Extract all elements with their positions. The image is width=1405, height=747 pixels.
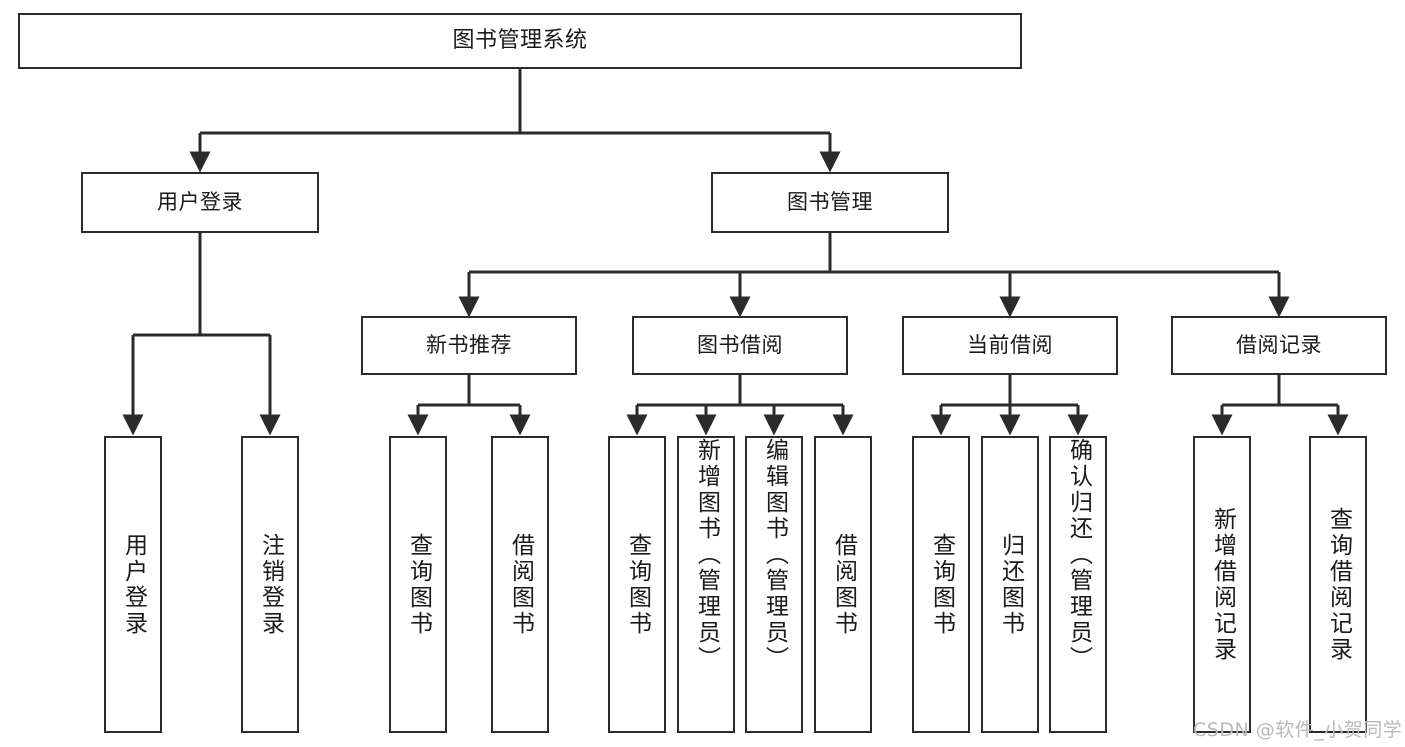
node-leaf-query-book-recommend[interactable]: 查询图书	[389, 436, 447, 733]
node-leaf-query-book-borrow[interactable]: 查询图书	[608, 436, 666, 733]
node-label: 用户登录	[157, 190, 243, 215]
node-label: 查询图书	[624, 532, 651, 637]
node-user-login[interactable]: 用户登录	[81, 172, 319, 233]
node-label: 图书管理	[787, 190, 873, 215]
node-label: 注销登录	[257, 532, 284, 637]
node-label: 借阅图书	[830, 532, 857, 637]
node-label: 用户登录	[120, 532, 147, 637]
node-leaf-borrow-book-recommend[interactable]: 借阅图书	[491, 436, 549, 733]
node-label: 新增图书（管理员）	[693, 438, 720, 672]
node-book-management[interactable]: 图书管理	[711, 172, 949, 233]
watermark-text: CSDN @软件_小贺同学	[1193, 719, 1403, 741]
node-label: 借阅图书	[507, 532, 534, 637]
node-leaf-borrow-book[interactable]: 借阅图书	[814, 436, 872, 733]
node-leaf-user-login[interactable]: 用户登录	[104, 436, 162, 733]
node-leaf-confirm-return-admin[interactable]: 确认归还（管理员）	[1049, 436, 1107, 733]
node-label: 查询借阅记录	[1325, 506, 1352, 663]
node-borrow-record[interactable]: 借阅记录	[1171, 316, 1387, 375]
node-new-book-recommend[interactable]: 新书推荐	[361, 316, 577, 375]
node-leaf-logout-login[interactable]: 注销登录	[241, 436, 299, 733]
node-leaf-return-book[interactable]: 归还图书	[981, 436, 1039, 733]
node-label: 确认归还（管理员）	[1065, 438, 1092, 672]
csdn-watermark: CSDN @软件_小贺同学	[1193, 715, 1402, 742]
node-current-borrow[interactable]: 当前借阅	[902, 316, 1118, 375]
node-label: 借阅记录	[1236, 333, 1322, 358]
node-leaf-add-borrow-record[interactable]: 新增借阅记录	[1193, 436, 1251, 733]
node-leaf-add-book-admin[interactable]: 新增图书（管理员）	[677, 436, 735, 733]
node-book-borrow[interactable]: 图书借阅	[632, 316, 848, 375]
node-label: 图书借阅	[697, 333, 783, 358]
node-label: 编辑图书（管理员）	[761, 438, 788, 672]
node-label: 查询图书	[928, 532, 955, 637]
node-leaf-query-book-current[interactable]: 查询图书	[912, 436, 970, 733]
node-leaf-edit-book-admin[interactable]: 编辑图书（管理员）	[745, 436, 803, 733]
node-label: 图书管理系统	[452, 28, 588, 54]
node-label: 新书推荐	[426, 333, 512, 358]
node-leaf-query-borrow-record[interactable]: 查询借阅记录	[1309, 436, 1367, 733]
node-root-book-management-system[interactable]: 图书管理系统	[18, 13, 1022, 69]
node-label: 归还图书	[997, 532, 1024, 637]
node-label: 当前借阅	[967, 333, 1053, 358]
node-label: 查询图书	[405, 532, 432, 637]
node-label: 新增借阅记录	[1209, 506, 1236, 663]
